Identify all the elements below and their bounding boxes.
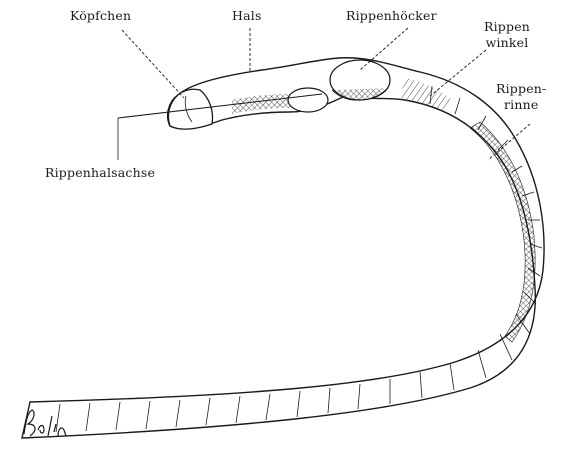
- label-rippenrinne-line2: rinne: [504, 99, 538, 112]
- label-hals: Hals: [232, 10, 262, 23]
- leader-koepfchen: [122, 30, 184, 98]
- label-rippenhoecker: Rippenhöcker: [346, 10, 437, 23]
- rib-groove: [470, 122, 535, 342]
- rib-body: [22, 58, 544, 438]
- label-rippenrinne: Rippen- rinne: [496, 83, 547, 111]
- label-rippenwinkel: Rippen winkel: [484, 21, 530, 49]
- label-rippenwinkel-line1: Rippen: [484, 21, 530, 34]
- label-rippenwinkel-line2: winkel: [486, 37, 529, 50]
- label-rippenhalsachse: Rippenhalsachse: [45, 167, 155, 180]
- label-rippenrinne-line1: Rippen-: [496, 83, 547, 96]
- articular-facet: [288, 88, 328, 112]
- label-koepfchen: Köpfchen: [70, 10, 131, 23]
